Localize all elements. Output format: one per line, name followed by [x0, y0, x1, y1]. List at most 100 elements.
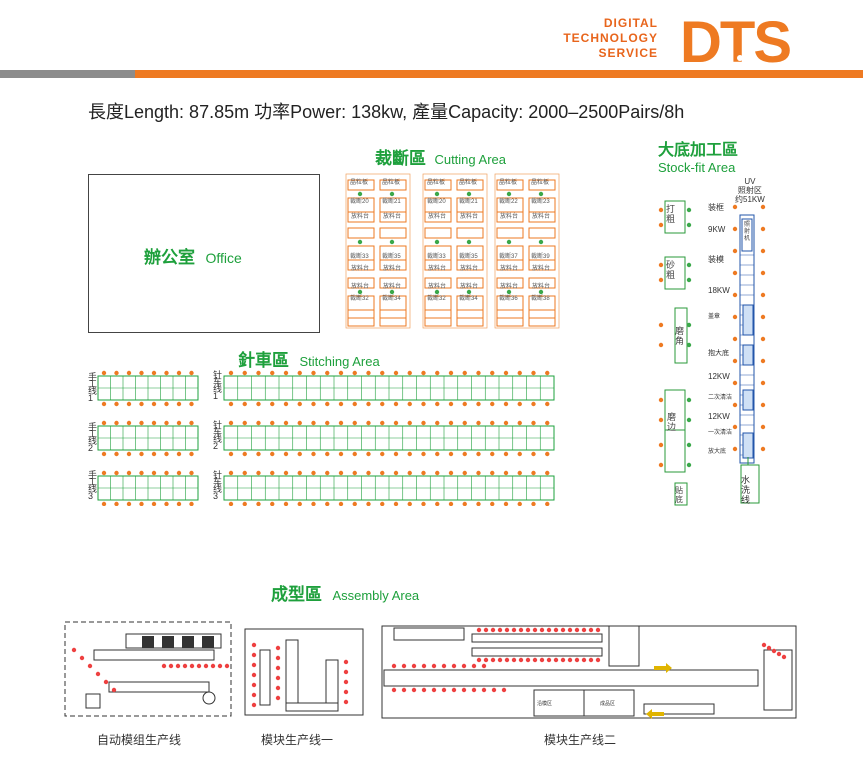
worker-dot — [366, 401, 371, 407]
worker-dot — [462, 401, 467, 407]
machine-box — [664, 256, 686, 290]
worker-dot — [242, 401, 247, 407]
worker-dot — [189, 370, 194, 376]
brand-text: DIGITAL TECHNOLOGY SERVICE — [563, 16, 658, 61]
worker-dot — [275, 695, 281, 701]
worker-dot — [539, 657, 545, 663]
worker-dot — [114, 401, 119, 407]
cutting-table-label: 放料台 — [383, 266, 402, 272]
machine-box — [608, 625, 640, 667]
worker-dot — [732, 204, 738, 210]
cutting-top-tag: 晶粒板 — [499, 180, 518, 186]
brand-line-service: SERVICE — [598, 46, 658, 60]
worker-dot — [393, 470, 399, 476]
worker-dot — [189, 663, 195, 669]
stockfit-layout — [658, 200, 766, 506]
worker-dot — [275, 655, 281, 661]
conveyor-line — [93, 649, 215, 661]
worker-dot — [338, 420, 344, 426]
worker-dot — [658, 322, 664, 328]
cutting-machine-label: 裁断38 — [531, 296, 550, 302]
worker-dot — [189, 401, 194, 407]
cutting-table-label: 放料台 — [532, 284, 551, 290]
worker-dot — [595, 627, 601, 633]
worker-dot — [546, 627, 552, 633]
worker-dot — [101, 420, 107, 426]
worker-dot — [567, 627, 573, 633]
worker-dot — [476, 627, 482, 633]
worker-dot — [283, 470, 289, 476]
worker-dot — [545, 451, 550, 457]
cutting-table-label: 放料台 — [383, 214, 402, 220]
office-label: 辦公室 Office — [144, 243, 242, 268]
worker-dot — [686, 417, 692, 423]
hand-line-2-label: 手工线2 — [88, 422, 98, 453]
worker-dot — [431, 687, 437, 693]
cutting-machine — [347, 277, 375, 289]
worker-dot — [126, 420, 132, 426]
worker-dot — [531, 470, 536, 476]
cutting-table-label: 放料台 — [460, 266, 479, 272]
worker-dot — [164, 470, 169, 476]
worker-dot — [256, 470, 261, 476]
worker-dot — [283, 370, 289, 376]
worker-dot — [189, 470, 194, 476]
worker-dot — [114, 451, 119, 457]
cutting-machine — [496, 179, 524, 191]
worker-dot — [781, 654, 787, 660]
worker-dot — [297, 470, 302, 476]
cutting-machine — [528, 277, 556, 289]
worker-dot — [357, 289, 363, 295]
worker-dot — [126, 401, 132, 407]
worker-dot — [338, 470, 344, 476]
worker-dot — [574, 627, 580, 633]
worker-dot — [760, 402, 766, 408]
worker-dot — [242, 451, 247, 457]
wash-line-box — [740, 464, 760, 504]
worker-dot — [325, 420, 330, 426]
conveyor-line — [108, 681, 210, 693]
machine-box — [664, 389, 686, 473]
worker-dot — [114, 420, 119, 426]
uv-power-text: 约51KW — [735, 195, 765, 204]
worker-dot — [497, 657, 503, 663]
worker-dot — [242, 420, 247, 426]
worker-dot — [228, 470, 234, 476]
worker-dot — [311, 501, 316, 506]
sew-line-3-label: 针车线3 — [213, 470, 223, 501]
worker-dot — [283, 420, 289, 426]
machine-label-4: 磨边 — [667, 412, 677, 432]
worker-dot — [357, 191, 363, 197]
conveyor-line — [643, 703, 715, 715]
worker-dot — [441, 687, 447, 693]
worker-dot — [434, 191, 440, 197]
worker-dot — [228, 451, 234, 457]
worker-dot — [270, 451, 275, 457]
worker-dot — [151, 420, 157, 426]
cutting-machine-label: 裁断39 — [531, 254, 550, 260]
worker-dot — [760, 380, 766, 386]
worker-dot — [251, 642, 257, 648]
worker-dot — [448, 451, 454, 457]
stockfit-label-3: 18KW — [708, 286, 730, 295]
worker-dot — [518, 627, 524, 633]
worker-dot — [366, 501, 371, 506]
cutting-machine — [496, 227, 524, 239]
cutting-machine — [424, 227, 452, 239]
worker-dot — [270, 401, 275, 407]
cutting-top-tag: 晶粒板 — [350, 180, 369, 186]
worker-dot — [435, 501, 440, 506]
worker-dot — [275, 645, 281, 651]
worker-dot — [490, 420, 495, 426]
worker-dot — [760, 336, 766, 342]
worker-dot — [338, 370, 344, 376]
cutting-tag — [347, 317, 375, 327]
worker-dot — [196, 663, 202, 669]
worker-dot — [448, 420, 454, 426]
machine-block — [142, 636, 154, 648]
worker-dot — [325, 370, 330, 376]
worker-dot — [338, 451, 344, 457]
cutting-machine-label: 裁断37 — [499, 254, 518, 260]
worker-dot — [476, 501, 481, 506]
uv-label: UV 照射区 约51KW — [735, 177, 765, 204]
